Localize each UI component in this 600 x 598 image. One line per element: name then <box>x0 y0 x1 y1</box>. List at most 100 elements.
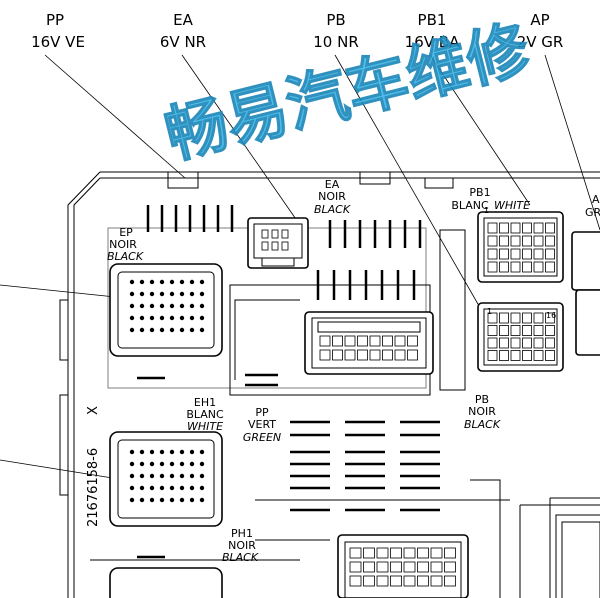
connector-right-partial <box>555 231 600 598</box>
connector-pin <box>199 315 205 321</box>
connector-pin <box>510 248 521 260</box>
label-pb-en: BLACK <box>464 418 501 431</box>
housing-outline <box>59 171 600 598</box>
connector-pin <box>149 461 155 467</box>
connector-pin <box>159 315 165 321</box>
connector-pin <box>533 248 544 260</box>
connector-pin <box>510 235 521 247</box>
connector-pin <box>545 222 555 234</box>
label-pp-fr: VERT <box>248 418 276 431</box>
top-label-pb1-code: PB1 <box>418 11 447 29</box>
connector-pin <box>149 497 155 503</box>
part-number-group: 21676158-6 X <box>86 406 101 527</box>
connector-pin <box>129 279 135 285</box>
connector-pin <box>522 248 532 260</box>
connector-pin <box>199 279 205 285</box>
connector-pin <box>369 349 381 361</box>
connector-pin <box>522 312 532 324</box>
connector-pin <box>533 312 544 324</box>
connector-pin <box>179 291 185 297</box>
connector-pin <box>129 315 135 321</box>
connector-pin <box>390 547 402 559</box>
connector-pin <box>189 279 195 285</box>
connector-pin <box>139 315 145 321</box>
part-number: 21676158-6 <box>86 448 101 527</box>
connector-pin <box>522 235 532 247</box>
connector-pin <box>522 325 532 336</box>
label-ap-partial-code: A <box>592 193 600 206</box>
connector-pin <box>139 485 145 491</box>
connector-pin <box>189 291 195 297</box>
connector-pin <box>179 315 185 321</box>
connector-pin <box>129 473 135 479</box>
connector-pin <box>189 461 195 467</box>
connector-pin <box>319 335 331 347</box>
connector-pin <box>179 461 185 467</box>
connector-pin <box>332 349 343 361</box>
connector-pin <box>533 222 544 234</box>
connector-pin <box>344 349 356 361</box>
label-pb-fr: NOIR <box>468 405 496 418</box>
connector-pin <box>545 261 555 273</box>
connector-pin <box>159 291 165 297</box>
connector-pin <box>149 279 155 285</box>
connector-pin <box>129 461 135 467</box>
connector-pin <box>407 335 418 347</box>
connector-eh1 <box>109 431 223 527</box>
connector-pin <box>430 575 443 587</box>
connector-pin <box>159 461 165 467</box>
connector-pin <box>510 261 521 273</box>
connector-pin <box>189 473 195 479</box>
part-suffix: X <box>86 406 101 415</box>
connector-pin <box>522 337 532 349</box>
label-ap-partial-fr: GR <box>585 206 600 219</box>
label-pb1-code: PB1 <box>469 186 490 199</box>
connector-pin <box>189 485 195 491</box>
label-ea-code: EA <box>325 178 340 191</box>
connector-pin <box>179 485 185 491</box>
connector-pin <box>179 473 185 479</box>
label-pp-en: GREEN <box>243 431 281 444</box>
connector-pin <box>417 561 429 573</box>
connector-pin <box>169 279 175 285</box>
connector-pin <box>189 497 195 503</box>
connector-pin <box>376 561 389 573</box>
connector-pin <box>533 337 544 349</box>
connector-pin <box>510 312 521 324</box>
connector-pin <box>545 325 555 336</box>
connector-pin <box>417 575 429 587</box>
connector-pin <box>199 473 205 479</box>
connector-pin <box>499 261 509 273</box>
connector-pin <box>159 485 165 491</box>
connector-pin <box>139 449 145 455</box>
connector-ea <box>247 217 309 269</box>
connector-pin <box>363 575 375 587</box>
connector-pin <box>149 303 155 309</box>
label-ph1-code: PH1 <box>231 527 253 540</box>
connector-pin <box>487 235 498 247</box>
connector-pin <box>169 327 175 333</box>
connector-labels: EA NOIR BLACK PB1 BLANC WHITE EP NOIR BL… <box>107 178 600 564</box>
connector-pin <box>149 473 155 479</box>
connector-pin <box>499 350 509 361</box>
connector-pin <box>169 473 175 479</box>
connector-pin <box>149 291 155 297</box>
connector-pin <box>390 575 402 587</box>
top-label-ap-code: AP <box>530 11 549 29</box>
connector-pin <box>199 485 205 491</box>
connector-pin <box>129 303 135 309</box>
connector-pb1 <box>477 211 564 283</box>
connector-pin <box>349 561 362 573</box>
connector-pin <box>149 485 155 491</box>
connector-pin <box>159 279 165 285</box>
connector-pin <box>499 312 509 324</box>
connector-pin <box>430 561 443 573</box>
connector-pin <box>169 485 175 491</box>
leader-lines <box>0 54 600 481</box>
connector-pin <box>533 350 544 361</box>
connector-pin <box>357 335 368 347</box>
top-label-pb1-spec: 16V BA <box>405 33 460 51</box>
connector-pin <box>199 303 205 309</box>
connector-pin <box>149 449 155 455</box>
connector-pb <box>477 302 564 372</box>
